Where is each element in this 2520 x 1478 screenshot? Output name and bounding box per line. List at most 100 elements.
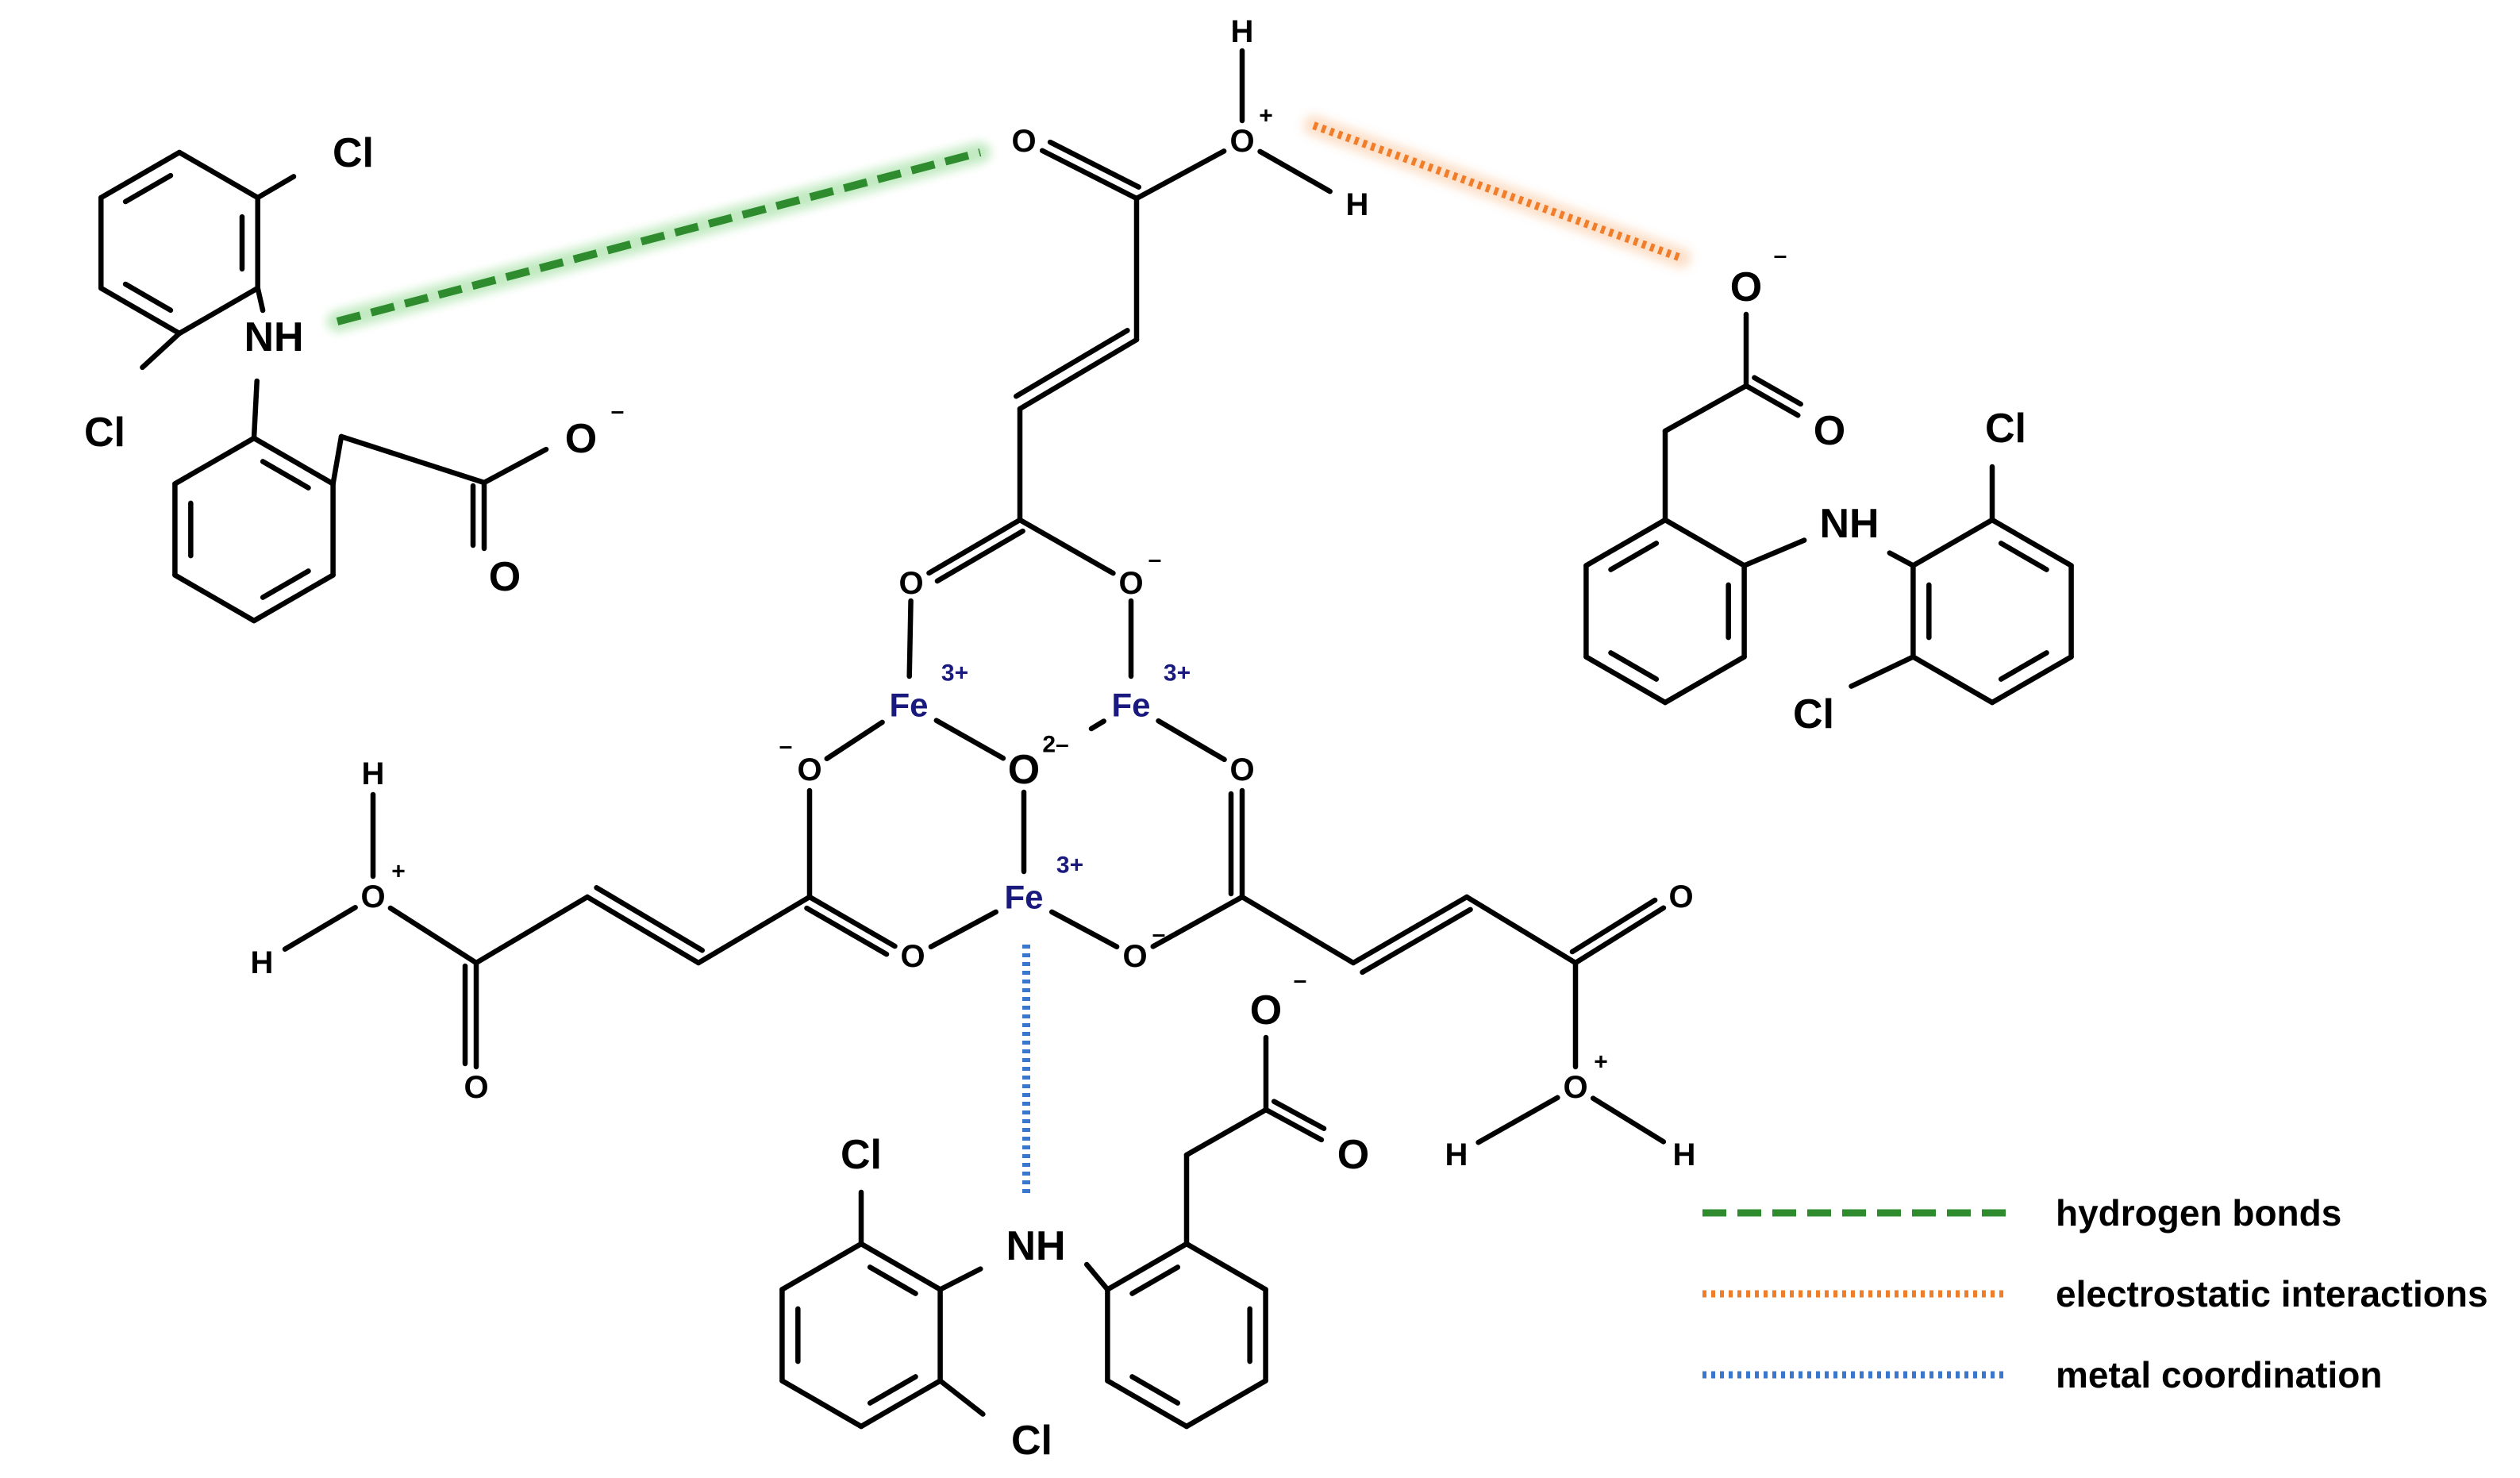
chlorine-label: Cl	[84, 410, 125, 456]
hydrogen-bond-line	[327, 142, 991, 332]
legend-item: hydrogen bonds	[1693, 1192, 2341, 1234]
oxygen-label: O	[900, 939, 925, 974]
ring-bond	[98, 149, 183, 201]
bond	[1752, 375, 1803, 407]
iron-charge-label: 3+	[941, 660, 968, 687]
oxygen-label: O	[898, 566, 923, 601]
ring-bond	[251, 435, 336, 487]
ring-double-bond	[1998, 541, 2049, 572]
bond	[140, 330, 183, 371]
amine-label: NH	[244, 314, 303, 360]
bond	[1350, 894, 1470, 966]
bond	[1741, 537, 1807, 568]
charge-label: –	[1148, 547, 1162, 573]
ring-double-bond	[1608, 541, 1660, 572]
iron-atom-label: Fe	[1111, 687, 1150, 724]
bond	[1590, 1095, 1667, 1145]
ring-bond	[1105, 1378, 1190, 1430]
bond	[1183, 1107, 1269, 1158]
hydrogen-label: H	[1673, 1137, 1696, 1172]
ring-bond	[172, 435, 257, 487]
legend: hydrogen bonds electrostatic interactions…	[1693, 1192, 2488, 1395]
ring-bond	[1989, 517, 2074, 568]
legend-item: electrostatic interactions	[1693, 1273, 2488, 1314]
bond	[473, 894, 591, 966]
bond	[1049, 909, 1120, 949]
ring-double-bond	[122, 172, 174, 205]
ring-double-bond	[1129, 1264, 1181, 1296]
bond	[1743, 383, 1801, 418]
ring-bond	[176, 285, 260, 337]
ring-bond	[779, 1241, 864, 1292]
bond	[934, 528, 1025, 584]
ring-bond	[1910, 654, 1995, 706]
oxygen-label: O	[1250, 987, 1282, 1033]
bond	[1572, 905, 1667, 966]
legend-label: metal coordination	[2056, 1354, 2382, 1395]
chlorine-label: Cl	[1985, 406, 2026, 452]
charge-label: +	[1259, 103, 1273, 129]
chlorine-label: Cl	[333, 130, 374, 176]
bond	[1047, 139, 1142, 190]
oxygen-label: O	[1229, 124, 1254, 159]
charge-label: +	[1594, 1049, 1608, 1076]
oxygen-label: O	[1814, 408, 1845, 454]
legend-label: electrostatic interactions	[2056, 1273, 2488, 1314]
ring-bond	[1583, 654, 1668, 706]
charge-label: –	[779, 733, 793, 760]
amine-label: NH	[1819, 501, 1879, 547]
hydrogen-label: H	[1346, 187, 1369, 222]
ring-bond	[858, 1378, 943, 1430]
bond	[926, 517, 1023, 576]
iron-atom-label: Fe	[1004, 879, 1043, 916]
oxygen-label: O	[1122, 939, 1147, 974]
ring-bond	[176, 149, 260, 201]
bond	[1150, 894, 1245, 949]
bond	[1887, 550, 1916, 568]
oxygen-label: O	[1011, 124, 1036, 159]
bond	[387, 905, 479, 966]
ring-bond	[858, 1241, 943, 1292]
bond	[1239, 894, 1356, 966]
oxygen-label: O	[1118, 566, 1143, 601]
ring-bond	[1662, 517, 1747, 568]
hydrogen-label: H	[1445, 1137, 1468, 1172]
oxygen-label: O	[1668, 879, 1693, 914]
oxygen-label: O	[464, 1070, 488, 1105]
ring-bond	[1910, 517, 1995, 568]
bond	[330, 433, 344, 487]
ring-bond	[172, 572, 257, 624]
bond	[594, 885, 705, 953]
ring-bond	[1183, 1378, 1268, 1430]
ring-bond	[1662, 654, 1747, 706]
bond	[1464, 894, 1579, 966]
bond	[824, 719, 885, 761]
charge-label: 2–	[1042, 732, 1068, 758]
ring-bond	[98, 285, 183, 337]
bond	[1360, 906, 1473, 976]
ring-bond	[779, 1378, 864, 1430]
hydrogen-label: H	[251, 945, 274, 980]
bond	[584, 894, 702, 966]
bond	[933, 718, 1006, 761]
oxygen-label: O	[489, 554, 521, 600]
bond	[1014, 328, 1130, 399]
ring-double-bond	[867, 1264, 918, 1296]
chlorine-label: Cl	[1011, 1418, 1052, 1464]
ring-bond	[251, 572, 336, 624]
charge-label: –	[611, 398, 625, 425]
iron-atom-label: Fe	[889, 687, 928, 724]
legend-item: metal coordination	[1693, 1354, 2382, 1395]
chlorine-label: Cl	[1793, 691, 1834, 737]
ring-double-bond	[1998, 650, 2049, 682]
bond	[928, 909, 998, 949]
ring-double-bond	[1608, 650, 1660, 682]
bond	[806, 894, 898, 949]
bond	[282, 905, 358, 952]
bond	[1569, 897, 1658, 955]
charge-label: –	[1294, 968, 1307, 994]
bond	[1263, 1107, 1325, 1143]
bond	[1662, 383, 1749, 434]
